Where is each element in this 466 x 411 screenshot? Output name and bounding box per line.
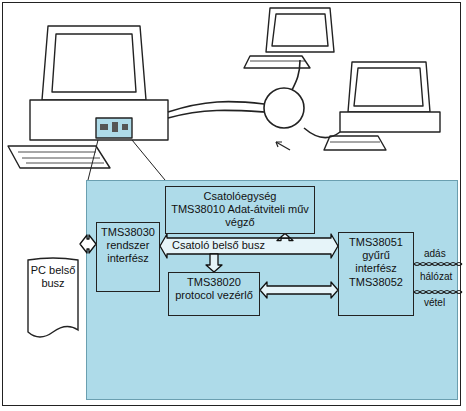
signal-label: hálózat: [420, 271, 452, 283]
bus-sheet: PC belső busz: [26, 256, 80, 340]
data-arrow: [206, 254, 222, 272]
box-text: PC belső busz: [30, 264, 76, 290]
data-arrow: [80, 235, 96, 253]
bus-arrow: [160, 234, 338, 258]
data-arrow: [260, 282, 338, 298]
chip-box: TMS38020 protocol vezérlő: [168, 272, 260, 316]
chip-box: CsatolóegységTMS38010 Adat-átviteli műv …: [165, 186, 315, 234]
box-text: TMS38020 protocol vezérlő: [173, 276, 255, 302]
box-text: TMS38010 Adat-átviteli műv végző: [170, 203, 310, 229]
bus-label: Csatoló belső busz: [170, 239, 267, 252]
chip-box: TMS38051 gyűrű interfész TMS38052: [338, 232, 414, 316]
box-text: TMS38030 rendszer interfész: [101, 226, 155, 266]
chip-box: TMS38030 rendszer interfész: [96, 222, 160, 292]
signal-label: vétel: [424, 297, 445, 309]
box-heading: Csatolóegység: [170, 190, 310, 203]
data-arrow: [277, 234, 293, 241]
signal-label: adás: [424, 248, 446, 260]
box-text: TMS38051 gyűrű interfész TMS38052: [343, 236, 409, 289]
